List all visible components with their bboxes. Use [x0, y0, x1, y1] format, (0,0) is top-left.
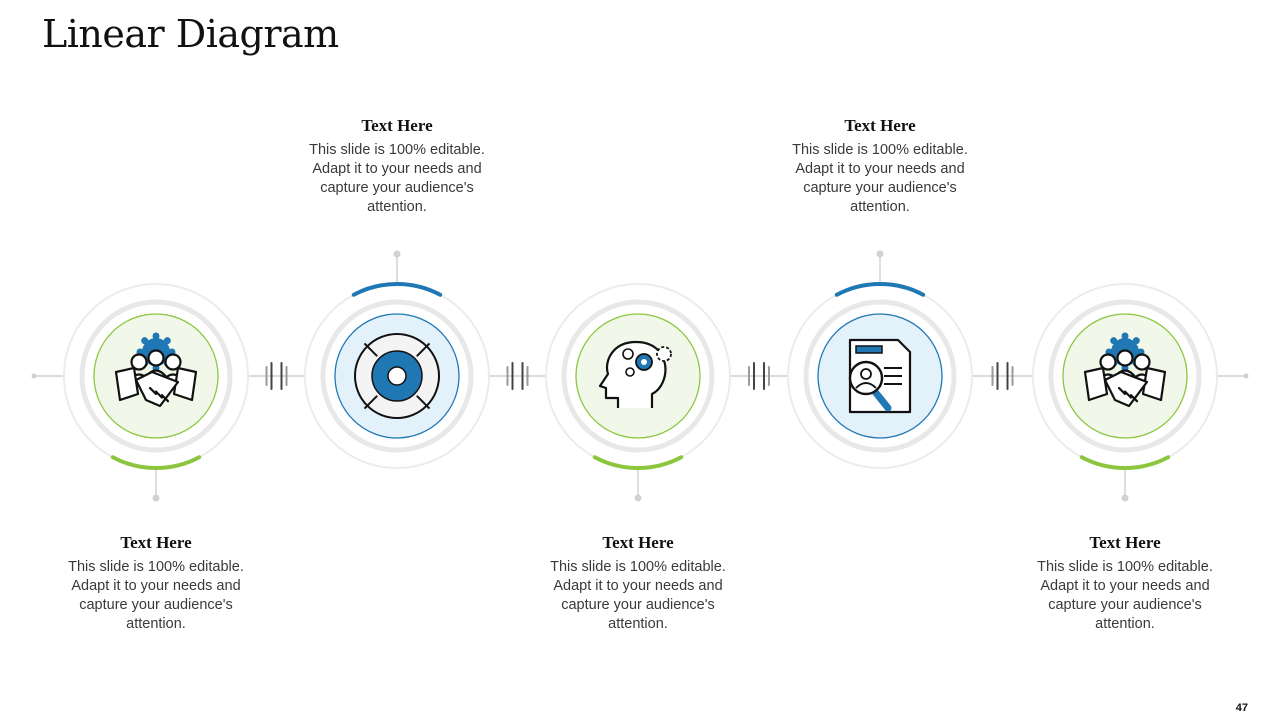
step-heading: Text Here: [1089, 533, 1161, 552]
step-connector: [248, 362, 305, 390]
step-2: [304, 250, 490, 469]
slide-title: Linear Diagram: [42, 12, 339, 56]
handshake-team-icon: [114, 332, 198, 408]
step-5: [1032, 283, 1218, 502]
step-heading: Text Here: [120, 533, 192, 552]
pointer-dot: [634, 494, 642, 502]
accent-arc: [592, 455, 684, 470]
step-3: [545, 283, 731, 502]
step-connector: [972, 362, 1033, 390]
step-heading: Text Here: [844, 116, 916, 135]
accent-arc: [351, 282, 443, 297]
accent-arc: [834, 282, 926, 297]
pointer-dot: [393, 250, 401, 258]
mid-ring: [1048, 299, 1202, 453]
pointer-dot: [1121, 494, 1129, 502]
step-description: This slide is 100% editable. Adapt it to…: [1037, 559, 1213, 632]
step-4: [787, 250, 973, 469]
page-number: 47: [1235, 702, 1248, 714]
step-description: This slide is 100% editable. Adapt it to…: [68, 559, 244, 632]
connector-dot-end: [1243, 373, 1249, 379]
mid-ring: [803, 299, 957, 453]
pointer-dot: [152, 494, 160, 502]
step-description: This slide is 100% editable. Adapt it to…: [550, 559, 726, 632]
head-gears-icon: [598, 340, 672, 408]
target-icon: [354, 333, 440, 419]
mid-ring: [320, 299, 474, 453]
step-description: This slide is 100% editable. Adapt it to…: [792, 142, 968, 215]
connector-dot-start: [31, 373, 37, 379]
step-connector: [489, 362, 546, 390]
step-1: [63, 283, 249, 502]
step-description: This slide is 100% editable. Adapt it to…: [309, 142, 485, 215]
accent-arc: [1079, 455, 1171, 470]
handshake-team-icon: [1083, 332, 1167, 408]
step-heading: Text Here: [361, 116, 433, 135]
mid-ring: [79, 299, 233, 453]
document-search-icon: [848, 338, 912, 414]
step-heading: Text Here: [602, 533, 674, 552]
pointer-dot: [876, 250, 884, 258]
mid-ring: [561, 299, 715, 453]
accent-arc: [110, 455, 202, 470]
step-connector: [730, 362, 788, 390]
